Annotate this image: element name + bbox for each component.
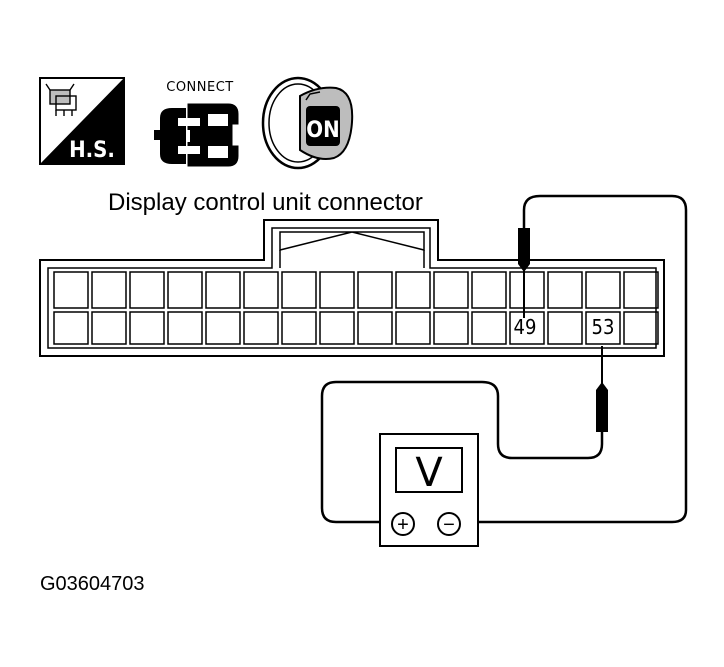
terminal-cell bbox=[585, 311, 621, 345]
terminal-cell bbox=[167, 311, 203, 345]
terminal-cell bbox=[167, 271, 203, 309]
terminal-cell bbox=[281, 311, 317, 345]
terminal-cell bbox=[357, 311, 393, 345]
terminal-cell bbox=[205, 311, 241, 345]
positive-symbol: + bbox=[397, 514, 409, 536]
terminal-cell bbox=[395, 271, 431, 309]
terminal-cell bbox=[243, 271, 279, 309]
ignition-on-icon: ON bbox=[261, 76, 354, 170]
figure-code: G03604703 bbox=[40, 573, 145, 595]
terminal-cell bbox=[509, 271, 545, 309]
voltmeter: V + − bbox=[379, 433, 479, 547]
probe-pin-49 bbox=[518, 228, 530, 318]
terminal-cell bbox=[243, 311, 279, 345]
terminal-cell bbox=[585, 271, 621, 309]
terminal-cell bbox=[357, 271, 393, 309]
connect-icon: CONNECT bbox=[154, 80, 239, 167]
terminal-cell bbox=[129, 311, 165, 345]
terminal-cell bbox=[129, 271, 165, 309]
test-leads bbox=[320, 194, 688, 524]
terminal-cell bbox=[471, 311, 507, 345]
terminal-cell bbox=[319, 271, 355, 309]
probe-pin-53 bbox=[596, 346, 608, 432]
harness-side-label: H.S. bbox=[69, 138, 115, 163]
terminal-cell bbox=[547, 271, 583, 309]
lead-to-positive bbox=[320, 380, 604, 524]
terminal-cell bbox=[623, 271, 659, 309]
display-control-unit-connector: 49 53 bbox=[39, 219, 665, 357]
terminal-cell bbox=[319, 311, 355, 345]
terminal-cell bbox=[395, 311, 431, 345]
terminal-cell bbox=[433, 311, 469, 345]
pin-53-label: 53 bbox=[592, 315, 615, 339]
terminal-cell bbox=[205, 271, 241, 309]
pin-49-label: 49 bbox=[514, 315, 537, 339]
terminal-cell bbox=[53, 271, 89, 309]
connector-terminal-grid bbox=[53, 271, 659, 345]
ignition-on-label: ON bbox=[306, 118, 339, 143]
harness-side-icon: H.S. bbox=[39, 77, 125, 165]
terminal-cell bbox=[281, 271, 317, 309]
lead-to-negative bbox=[462, 194, 688, 524]
positive-terminal bbox=[391, 512, 415, 536]
terminal-cell bbox=[623, 311, 659, 345]
terminal-cell bbox=[91, 271, 127, 309]
terminal-cell bbox=[547, 311, 583, 345]
terminal-cell bbox=[91, 311, 127, 345]
terminal-cell bbox=[53, 311, 89, 345]
connector-title: Display control unit connector bbox=[108, 189, 423, 216]
terminal-cell bbox=[509, 311, 545, 345]
negative-symbol: − bbox=[443, 514, 455, 536]
connect-label: CONNECT bbox=[166, 80, 234, 95]
terminal-cell bbox=[433, 271, 469, 309]
negative-terminal bbox=[437, 512, 461, 536]
terminal-cell bbox=[471, 271, 507, 309]
voltmeter-display: V bbox=[415, 450, 443, 496]
